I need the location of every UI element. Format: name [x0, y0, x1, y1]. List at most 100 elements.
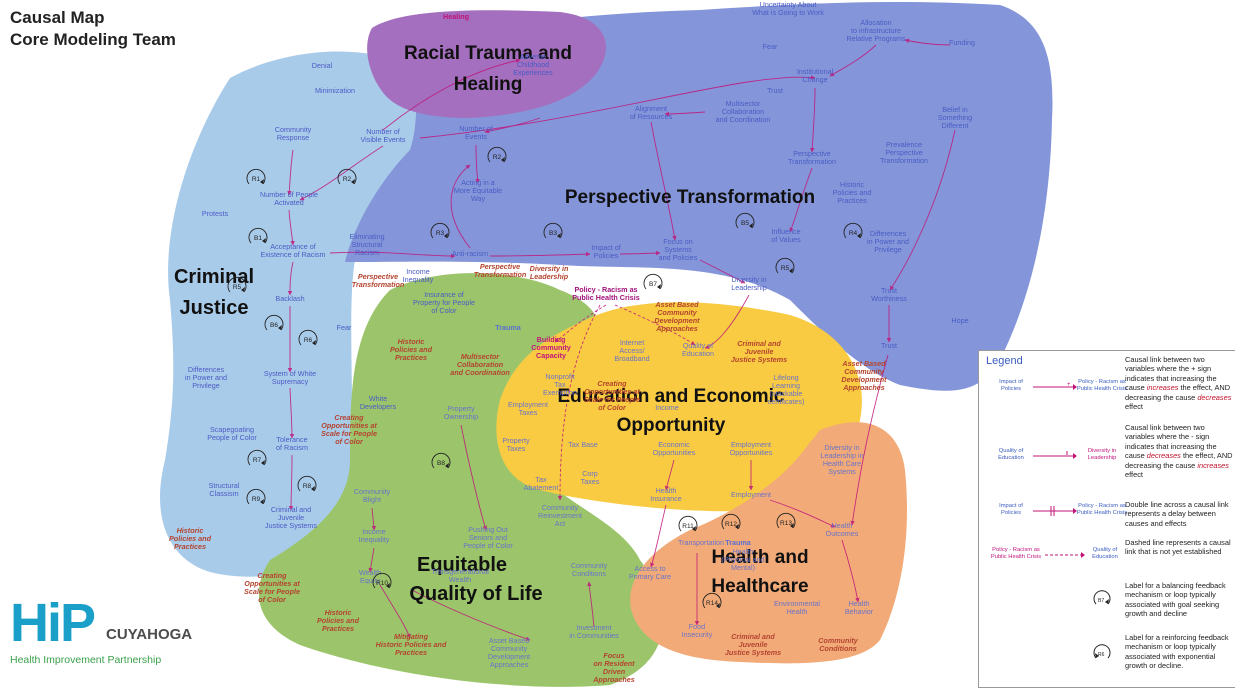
svg-text:B5: B5	[741, 220, 749, 227]
hip-logo-mark: HiP	[10, 593, 96, 653]
region-title-perspective: Perspective Transformation	[565, 187, 815, 208]
loop-marker-r6: R6	[298, 329, 318, 346]
loop-marker-b5: B5	[735, 212, 755, 229]
legend-row4-desc: Dashed line represents a causal link tha…	[1125, 538, 1231, 557]
loop-marker-r2: R2	[337, 168, 357, 185]
region-title-equitable: Equitable	[417, 554, 507, 576]
svg-text:R4: R4	[849, 230, 858, 237]
node-trust: Trust	[881, 341, 897, 350]
legend-row2-desc: Causal link between two variables where …	[1125, 423, 1233, 480]
legend-row5-desc: Label for a balancing feedback mechanism…	[1125, 581, 1226, 619]
legend-row3-arrow	[1033, 506, 1077, 516]
loop-marker-b6: B6	[264, 314, 284, 331]
svg-text:R13: R13	[780, 520, 792, 527]
svg-text:B3: B3	[549, 230, 557, 237]
region-criminal-justice	[160, 51, 430, 577]
loop-marker-r10: R10	[372, 572, 392, 589]
region-title-health: Health and	[711, 547, 808, 568]
loop-marker-r4: R4	[843, 222, 863, 239]
loop-marker-r14: R14	[702, 592, 722, 609]
svg-text:R6: R6	[304, 337, 313, 344]
legend-row6-desc: Label for a reinforcing feedback mechani…	[1125, 633, 1229, 671]
node-protests: Protests	[202, 209, 229, 218]
legend-row2-arrow	[1033, 451, 1077, 459]
svg-text:R8: R8	[303, 483, 312, 490]
node-trauma: Trauma	[495, 323, 522, 332]
node-healing: Healing	[443, 12, 469, 21]
node-tax-base: Tax Base	[568, 440, 598, 449]
hip-logo-org: CUYAHOGA	[106, 626, 193, 643]
svg-text:R1: R1	[252, 176, 261, 183]
svg-text:R3: R3	[436, 230, 445, 237]
svg-text:R5: R5	[233, 284, 242, 291]
map-title: Causal Map	[10, 8, 105, 27]
svg-text:R5: R5	[781, 265, 790, 272]
loop-marker-r1: R1	[246, 168, 266, 185]
node-hope: Hope	[951, 316, 968, 325]
svg-text:B7: B7	[1098, 598, 1104, 604]
node-funding: Funding	[949, 38, 975, 47]
region-racial-trauma	[367, 10, 606, 118]
loop-marker-r13: R13	[776, 512, 796, 529]
region-title-education: Opportunity	[617, 415, 726, 436]
svg-text:B7: B7	[649, 281, 657, 288]
region-title-racial: Healing	[454, 74, 523, 95]
hip-logo-tagline: Health Improvement Partnership	[10, 654, 162, 666]
loop-marker-b3: B3	[543, 222, 563, 239]
legend-reinforcing-loop-icon: R6	[1093, 644, 1111, 659]
svg-text:R14: R14	[706, 600, 718, 607]
legend-row1-arrow: +	[1033, 382, 1077, 390]
svg-text:R10: R10	[376, 580, 388, 587]
region-title-criminal: Criminal	[174, 266, 254, 288]
